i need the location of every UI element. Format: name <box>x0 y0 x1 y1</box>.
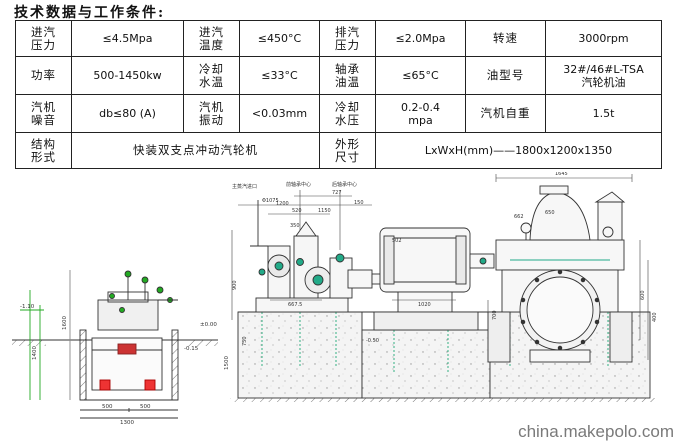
vibration-label: 汽机振动 <box>183 94 240 133</box>
power-value: 500-1450kw <box>71 56 184 95</box>
exhaust-pressure-label: 排汽压力 <box>319 20 376 57</box>
dim-500b: 500 <box>140 404 151 410</box>
dim-350: 350 <box>290 223 300 229</box>
dimension-labels: 主蒸汽进口 前轴承中心 后轴承中心 Φ1075 520 727 150 1150… <box>232 172 658 346</box>
exhaust-casing <box>487 185 633 363</box>
cooling-water-temp-label: 冷却水温 <box>183 56 240 95</box>
left-elevation-labels: 1400 1600 -1.10 ±0.00 -0.15 500 500 1300… <box>20 304 230 426</box>
bearing-oil-temp-label: 轴承油温 <box>319 56 376 95</box>
dim-1645: 1645 <box>555 172 568 177</box>
dim-6675: 667.5 <box>288 302 302 308</box>
inlet-temp-value: ≤450°C <box>239 20 320 57</box>
dim-650: 650 <box>545 210 555 216</box>
dim-1075: Φ1075 <box>262 198 279 204</box>
dim-1600: 1600 <box>62 316 68 330</box>
cooling-water-temp-value: ≤33°C <box>239 56 320 95</box>
dim-m015: -0.15 <box>184 346 199 352</box>
inlet-pressure-value: ≤4.5Mpa <box>71 20 184 57</box>
dim-1200: 1200 <box>276 201 289 207</box>
dimension-lines <box>231 174 649 360</box>
turbine-layout-drawing: 1400 1600 -1.10 ±0.00 -0.15 500 500 1300… <box>12 172 658 426</box>
label-main-inlet: 主蒸汽进口 <box>232 183 257 190</box>
structure-label: 结构形式 <box>15 132 72 169</box>
dimensions-label: 外形尺寸 <box>319 132 376 169</box>
spec-table: 进汽压力 ≤4.5Mpa 进汽温度 ≤450°C 排汽压力 ≤2.0Mpa 转速… <box>15 20 662 169</box>
spec-heading: 技术数据与工作条件: <box>14 5 166 21</box>
dim-1020: 1020 <box>418 302 431 308</box>
dim-1300: 1300 <box>120 420 134 426</box>
dim-500a: 500 <box>102 404 113 410</box>
cooling-water-pressure-label: 冷却水压 <box>319 94 376 133</box>
dim-m110: -1.10 <box>20 304 35 310</box>
steam-turbine <box>250 200 383 313</box>
dimensions-value: LxWxH(mm)——1800x1200x1350 <box>375 132 662 169</box>
left-elevation <box>12 270 218 419</box>
watermark: china.makepolo.com <box>518 422 674 441</box>
inlet-pressure-label: 进汽压力 <box>15 20 72 57</box>
weight-label: 汽机自重 <box>465 94 546 133</box>
noise-label: 汽机噪音 <box>15 94 72 133</box>
inlet-temp-label: 进汽温度 <box>183 20 240 57</box>
oil-type-label: 油型号 <box>465 56 546 95</box>
dim-1500: 1500 <box>224 356 230 370</box>
dim-700: 700 <box>492 310 498 320</box>
vibration-value: <0.03mm <box>239 94 320 133</box>
dim-520: 520 <box>292 208 302 214</box>
power-label: 功率 <box>15 56 72 95</box>
label-rear-bearing-center: 后轴承中心 <box>332 181 357 188</box>
dim-m050: -0.50 <box>366 338 379 344</box>
dim-662: 662 <box>514 214 524 220</box>
dim-400: 400 <box>652 312 658 322</box>
dim-1400: 1400 <box>32 346 38 360</box>
dim-750: 750 <box>242 336 248 346</box>
dim-600: 600 <box>640 290 646 300</box>
weight-value: 1.5t <box>545 94 662 133</box>
bearing-oil-temp-value: ≤65°C <box>375 56 466 95</box>
dim-727: 727 <box>332 190 342 196</box>
dim-502: 502 <box>392 238 402 244</box>
dim-pm000: ±0.00 <box>200 322 217 328</box>
dim-150: 150 <box>354 200 364 206</box>
dim-900: 900 <box>232 280 238 290</box>
dim-1150: 1150 <box>318 208 331 214</box>
speed-label: 转速 <box>465 20 546 57</box>
label-front-bearing-center: 前轴承中心 <box>286 181 311 188</box>
speed-value: 3000rpm <box>545 20 662 57</box>
exhaust-pressure-value: ≤2.0Mpa <box>375 20 466 57</box>
generator <box>373 227 495 331</box>
structure-value: 快装双支点冲动汽轮机 <box>71 132 320 169</box>
noise-value: db≤80 (A) <box>71 94 184 133</box>
